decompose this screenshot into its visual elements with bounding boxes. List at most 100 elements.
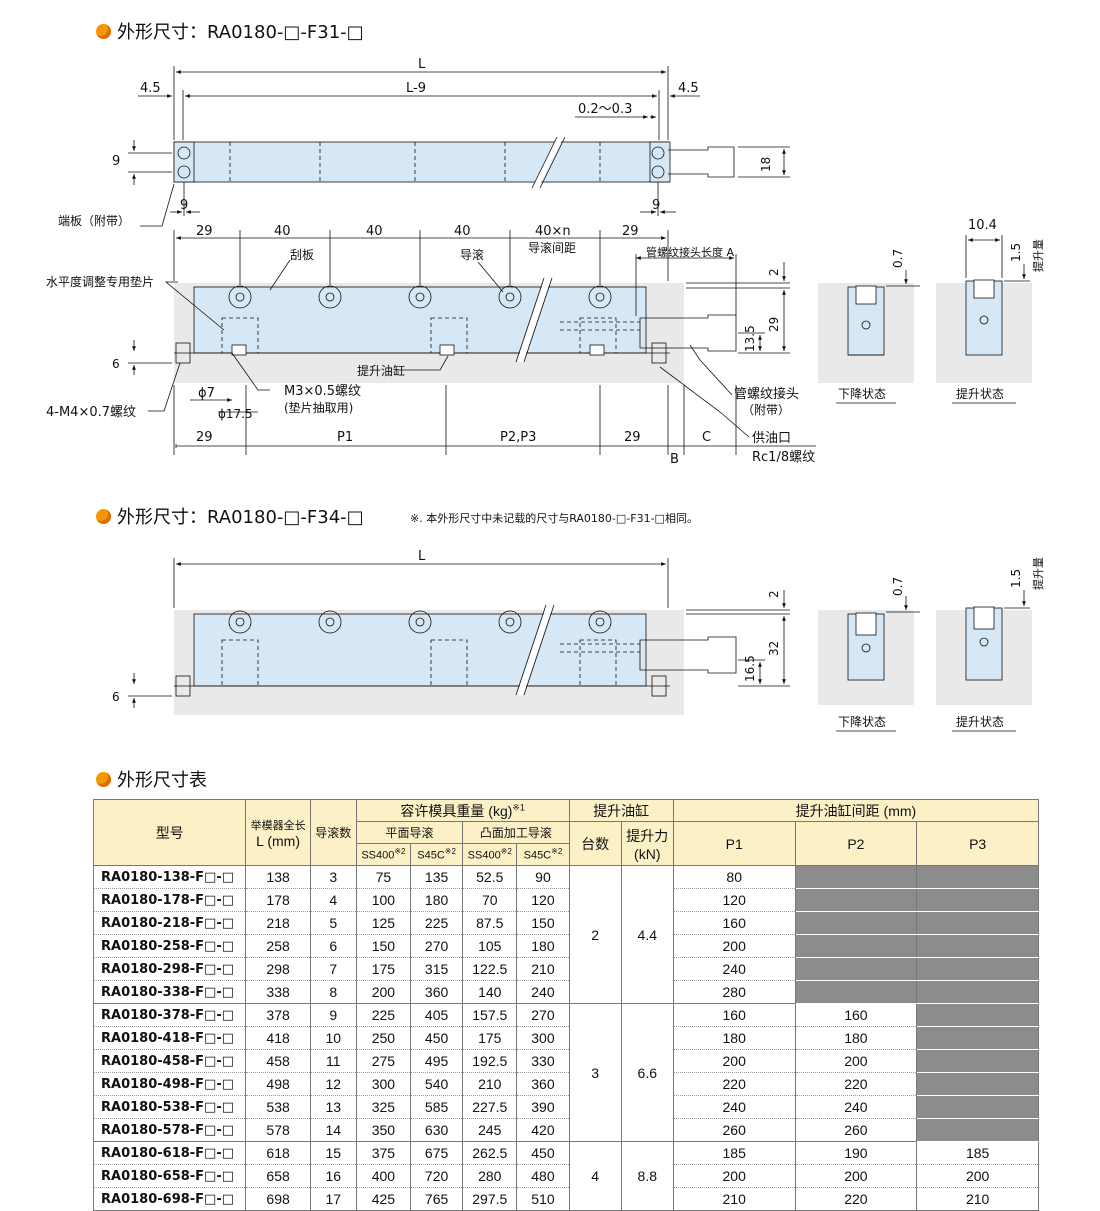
cell-model: RA0180-138-F□-□	[92, 865, 247, 889]
cell-s45c-flat: 720	[410, 1164, 464, 1188]
cell-p2	[794, 911, 918, 935]
th-length: 举模器全长 L (mm)	[245, 799, 311, 866]
label-shim: 水平度调整专用垫片	[46, 274, 154, 289]
cell-ss400-convex: 280	[462, 1164, 518, 1188]
label-down-state-b: 下降状态	[838, 715, 886, 729]
cell-p3	[916, 980, 1039, 1004]
label-joint-length: 管螺纹接头长度 A	[646, 245, 734, 259]
th-s45c-label: S45C	[417, 849, 445, 862]
cell-ss400-flat: 200	[355, 980, 412, 1004]
cell-p1: 240	[672, 1095, 796, 1119]
th-weight-note: ※1	[512, 801, 525, 812]
cell-p2: 220	[794, 1187, 918, 1211]
cell-ss400-flat: 300	[355, 1072, 412, 1096]
cell-ss400-convex: 105	[462, 934, 518, 958]
cell-p2: 260	[794, 1118, 918, 1142]
label-joint: 管螺纹接头	[734, 386, 799, 402]
cell-lift-force: 6.6	[620, 1003, 674, 1142]
cell-ss400-convex: 122.5	[462, 957, 518, 981]
cell-length: 698	[245, 1187, 311, 1211]
th-note2: ※2	[394, 847, 406, 857]
cell-s45c-convex: 390	[516, 1095, 570, 1119]
cell-length: 338	[245, 980, 311, 1004]
cell-rollers: 16	[309, 1164, 357, 1188]
cell-ss400-convex: 262.5	[462, 1141, 518, 1165]
cell-cylinder-count: 2	[568, 865, 622, 1004]
cell-p3	[916, 1049, 1039, 1073]
cell-p3	[916, 1072, 1039, 1096]
section-title-f34: 外形尺寸：RA0180-□-F34-□	[96, 503, 364, 529]
th-s45c-convex: S45C※2	[516, 843, 570, 866]
cell-p1: 260	[672, 1118, 796, 1142]
cell-ss400-flat: 275	[355, 1049, 412, 1073]
section-title-text: 外形尺寸：RA0180-□-F34-□	[117, 507, 364, 528]
cell-rollers: 7	[309, 957, 357, 981]
cell-s45c-convex: 180	[516, 934, 570, 958]
cell-p2	[794, 888, 918, 912]
th-ss400-flat: SS400※2	[355, 843, 412, 866]
cell-model: RA0180-298-F□-□	[92, 957, 247, 981]
cell-s45c-flat: 495	[410, 1049, 464, 1073]
cell-p2: 180	[794, 1026, 918, 1050]
cell-model: RA0180-538-F□-□	[92, 1095, 247, 1119]
cell-model: RA0180-338-F□-□	[92, 980, 247, 1004]
dim-13.5: 13.5	[743, 325, 757, 352]
dim-4.5-right: 4.5	[678, 81, 699, 96]
section-title-f31: 外形尺寸：RA0180-□-F31-□	[96, 18, 364, 44]
cell-p2: 240	[794, 1095, 918, 1119]
cell-ss400-flat: 175	[355, 957, 412, 981]
cell-rollers: 13	[309, 1095, 357, 1119]
cell-p2	[794, 865, 918, 889]
cell-s45c-flat: 630	[410, 1118, 464, 1142]
dim-B: B	[670, 452, 679, 467]
orange-bullet-icon	[96, 23, 111, 39]
th-p2: P2	[794, 821, 918, 866]
dim-6: 6	[112, 357, 120, 371]
cell-rollers: 4	[309, 888, 357, 912]
cell-model: RA0180-578-F□-□	[92, 1118, 247, 1142]
cell-ss400-flat: 100	[355, 888, 412, 912]
cell-model: RA0180-258-F□-□	[92, 934, 247, 958]
cell-rollers: 17	[309, 1187, 357, 1211]
cell-s45c-convex: 150	[516, 911, 570, 935]
cell-p2: 200	[794, 1164, 918, 1188]
cell-p1: 160	[672, 911, 796, 935]
cell-p3: 200	[916, 1164, 1039, 1188]
cell-ss400-convex: 70	[462, 888, 518, 912]
cell-p2: 160	[794, 1003, 918, 1027]
cell-p1: 240	[672, 957, 796, 981]
cell-ss400-flat: 325	[355, 1095, 412, 1119]
cell-p1: 280	[672, 980, 796, 1004]
th-convex: 凸面加工导滚	[462, 821, 570, 844]
label-roller: 导滚	[460, 247, 484, 262]
cell-p3	[916, 911, 1039, 935]
dim-4.5-left: 4.5	[140, 81, 161, 96]
cell-p3	[916, 865, 1039, 889]
cell-p1: 200	[672, 1049, 796, 1073]
cell-p1: 220	[672, 1072, 796, 1096]
cell-p2	[794, 980, 918, 1004]
th-ss400-label: SS400	[467, 849, 501, 862]
cell-rollers: 10	[309, 1026, 357, 1050]
orange-bullet-icon	[96, 771, 111, 787]
cell-s45c-flat: 270	[410, 934, 464, 958]
cell-s45c-flat: 675	[410, 1141, 464, 1165]
cell-p3	[916, 1003, 1039, 1027]
dim-9-bottom-right: 9	[652, 198, 660, 213]
dim-L-2: L	[418, 549, 426, 564]
dim-32: 32	[767, 641, 781, 656]
cell-p3	[916, 957, 1039, 981]
label-port: 供油口	[752, 431, 791, 446]
cell-ss400-convex: 192.5	[462, 1049, 518, 1073]
cell-length: 578	[245, 1118, 311, 1142]
th-rollers: 导滚数	[309, 799, 357, 866]
dim-0.7: 0.7	[891, 249, 905, 268]
label-endplate: 端板（附带）	[58, 214, 130, 228]
cell-model: RA0180-658-F□-□	[92, 1164, 247, 1188]
th-p3: P3	[916, 821, 1039, 866]
cell-rollers: 6	[309, 934, 357, 958]
